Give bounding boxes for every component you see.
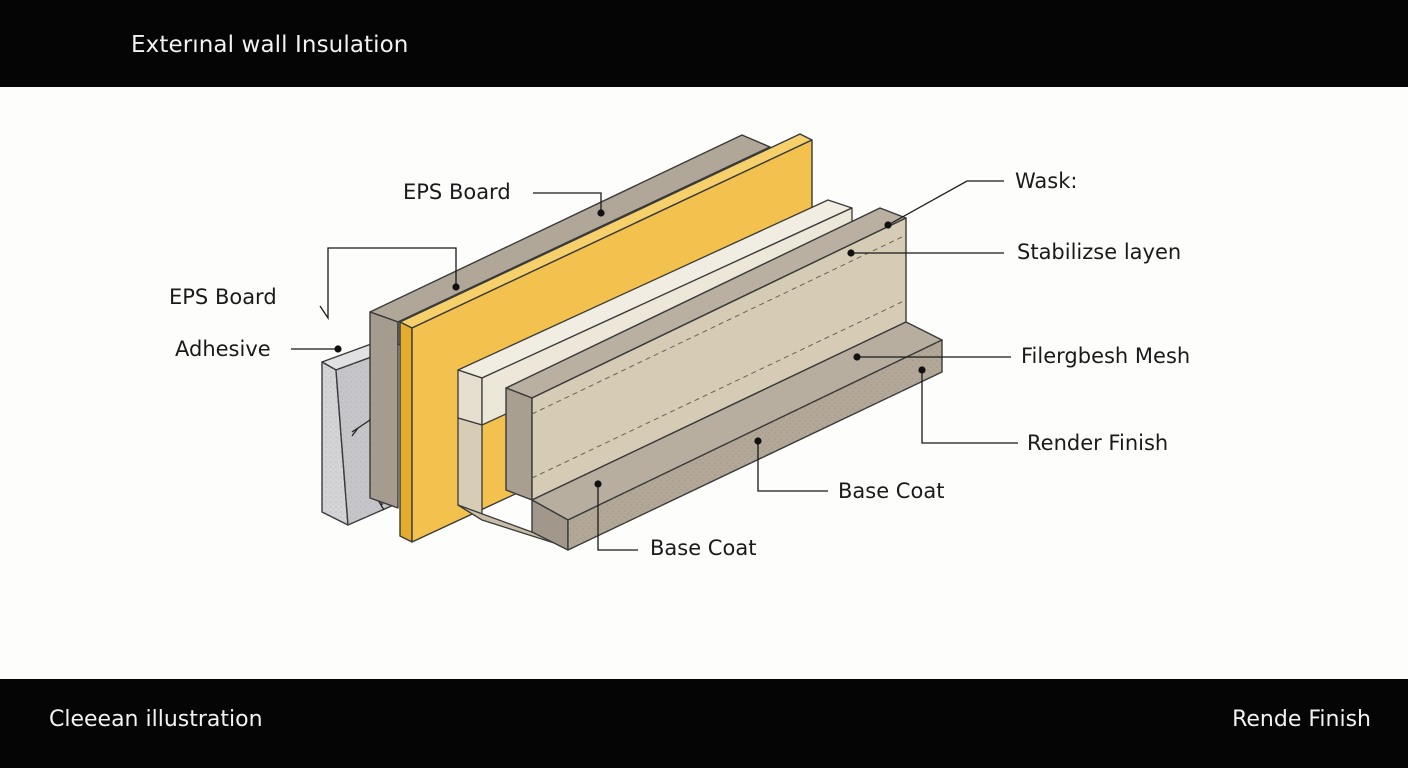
base-coat-slab: [531, 321, 943, 551]
wall-insulation-diagram: [291, 133, 1018, 551]
footer-right-text: Rende Finish: [1232, 707, 1371, 732]
label-filergbesh-mesh: Filergbesh Mesh: [1021, 344, 1191, 368]
label-adhesive: Adhesive: [175, 337, 271, 361]
page-title: Exterınal wall Insulation: [131, 32, 409, 58]
render-panel: [505, 207, 907, 501]
label-eps-board-left: EPS Board: [169, 285, 277, 309]
label-base-coat-right: Base Coat: [838, 479, 945, 503]
label-base-coat-bottom: Base Coat: [650, 536, 757, 560]
label-wask: Wask:: [1015, 169, 1078, 193]
footer-bar: Cleeean illustration Rende Finish: [0, 679, 1408, 768]
leader-dots: [334, 209, 926, 488]
label-render-finish: Render Finish: [1027, 431, 1169, 455]
label-eps-board-top: EPS Board: [403, 180, 511, 204]
diagram-stage: EPS Board EPS Board Adhesive Wask: Stabi…: [0, 87, 1408, 679]
header-bar: Exterınal wall Insulation: [0, 0, 1408, 87]
label-stabilizse-layen: Stabilizse layen: [1017, 240, 1182, 264]
leader-lines: [291, 180, 1018, 551]
footer-left-text: Cleeean illustration: [49, 707, 263, 732]
